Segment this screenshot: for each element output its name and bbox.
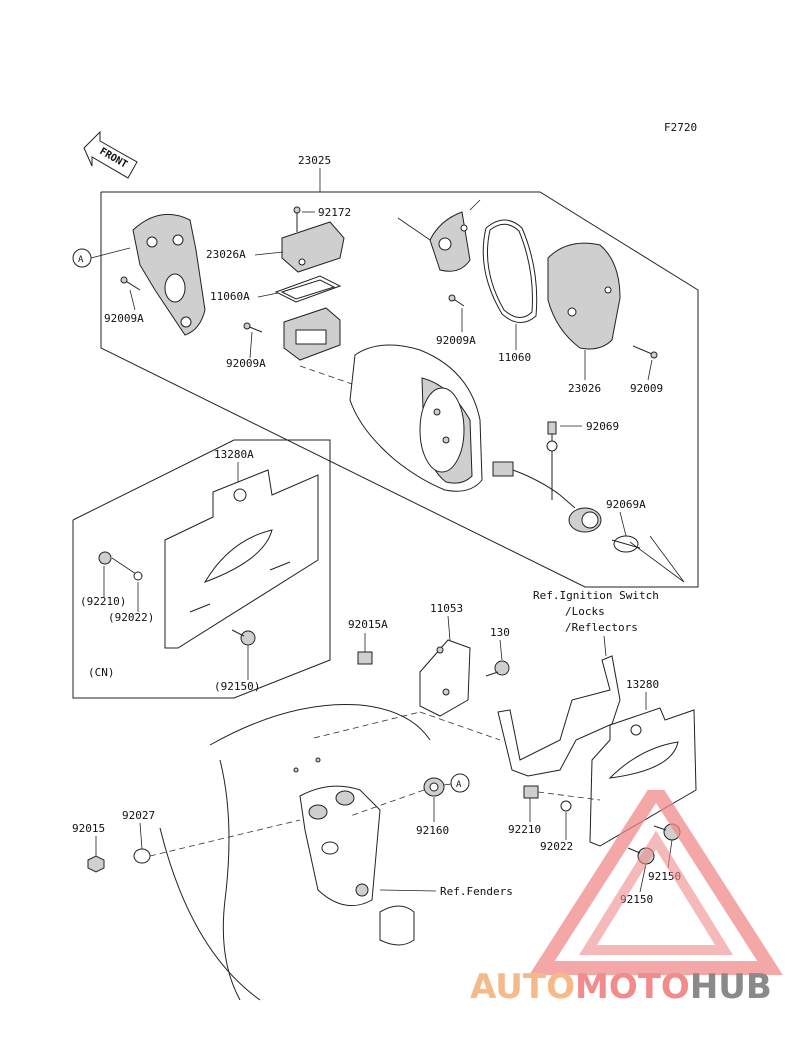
nut-92015a — [357, 651, 373, 665]
screw-92009a-right — [448, 294, 465, 307]
label-92160: 92160 — [416, 824, 449, 837]
svg-text:AUTOMOTOHUB: AUTOMOTOHUB — [470, 967, 772, 1007]
ref-ignition-line-3: /Reflectors — [565, 621, 638, 634]
label-13280a: 13280A — [214, 448, 254, 461]
tail-light-assembly-frame — [100, 191, 699, 588]
label-92009a-right: 92009A — [436, 334, 476, 347]
label-23025: 23025 — [298, 154, 331, 167]
label-92172: 92172 — [318, 206, 351, 219]
license-plate-13280 — [589, 707, 697, 847]
warning-triangle-logo — [529, 790, 783, 975]
cn-variant-frame — [72, 439, 331, 699]
ref-a-circle-bottom: A — [443, 773, 470, 793]
automotohub-watermark: AUTOMOTOHUB — [470, 790, 783, 1007]
ref-a-circle-top: A — [72, 247, 131, 268]
label-92015: 92015 — [72, 822, 105, 835]
ref-ignition-line-2: /Locks — [565, 605, 605, 618]
label-cn: (CN) — [88, 666, 115, 679]
screw-92009 — [632, 345, 658, 359]
label-130: 130 — [490, 626, 510, 639]
screw-92172 — [293, 206, 301, 232]
label-23026a: 23026A — [206, 248, 246, 261]
tail-light-housing — [349, 344, 483, 492]
bulb-92069a — [611, 535, 641, 553]
label-92150-cn: (92150) — [214, 680, 260, 693]
label-92210: 92210 — [508, 823, 541, 836]
nut-92210-cn — [98, 551, 137, 575]
bracket-11053 — [419, 639, 471, 717]
screw-92009a-left — [120, 276, 141, 291]
gasket-11060a — [274, 275, 342, 303]
label-92022-cn: (92022) — [108, 611, 154, 624]
svg-text:A: A — [78, 255, 84, 265]
label-92027: 92027 — [122, 809, 155, 822]
label-92015a: 92015A — [348, 618, 388, 631]
grommet-92160 — [423, 777, 445, 797]
tail-light-bracket — [132, 213, 206, 336]
label-23026: 23026 — [568, 382, 601, 395]
label-11053: 11053 — [430, 602, 463, 615]
bolt-92150-cn — [231, 629, 256, 646]
washer-92027 — [133, 848, 151, 864]
watermark-moto: MOTO — [575, 967, 690, 1007]
socket-92069 — [546, 421, 558, 500]
washer-92022 — [560, 800, 572, 812]
license-plate-13280a — [164, 469, 319, 649]
label-92069: 92069 — [586, 420, 619, 433]
reflector-piece — [397, 199, 481, 272]
nut-92015 — [87, 855, 105, 873]
washer-92022-cn — [133, 571, 143, 581]
rear-fender — [159, 704, 431, 1001]
label-13280: 13280 — [626, 678, 659, 691]
outer-lens-23026 — [547, 242, 621, 350]
label-92069a: 92069A — [606, 498, 646, 511]
label-11060: 11060 — [498, 351, 531, 364]
wiring-connector — [492, 461, 576, 509]
figure-code: F2720 — [664, 121, 697, 134]
mounting-bracket — [497, 655, 621, 777]
label-11060a: 11060A — [210, 290, 250, 303]
ref-ignition-line-1: Ref.Ignition Switch — [533, 589, 659, 602]
watermark-hub: HUB — [690, 967, 772, 1007]
lens-cover-23026a — [281, 221, 345, 273]
label-92009a-mid: 92009A — [226, 357, 266, 370]
gasket-11060 — [482, 219, 538, 323]
license-light-housing — [283, 307, 341, 361]
label-92009a-left: 92009A — [104, 312, 144, 325]
label-92022: 92022 — [540, 840, 573, 853]
bolt-130 — [485, 660, 510, 677]
label-92210-cn: (92210) — [80, 595, 126, 608]
label-92150-b: 92150 — [620, 893, 653, 906]
front-direction-arrow: FRONT — [83, 130, 138, 179]
svg-text:A: A — [456, 780, 462, 790]
bulb-socket-assembly — [568, 507, 602, 533]
screw-92009a-mid — [243, 322, 263, 333]
ref-fenders: Ref.Fenders — [440, 885, 513, 898]
label-92009: 92009 — [630, 382, 663, 395]
watermark-auto: AUTO — [470, 967, 575, 1007]
